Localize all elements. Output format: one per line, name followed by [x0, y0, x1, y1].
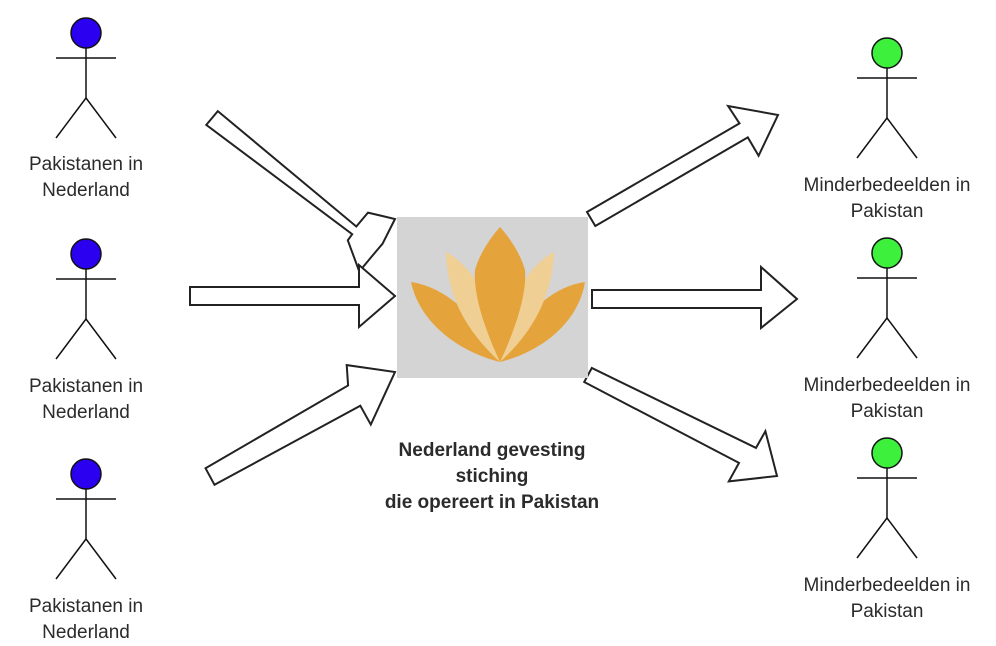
donor-head [70, 458, 102, 490]
donor-leg-right [85, 97, 117, 139]
recipient-label-line2: Pakistan [850, 601, 924, 622]
recipient-label-line1: Minderbedeelden in [803, 175, 971, 196]
lotus-petal-right-inner [500, 252, 554, 362]
donor-label-1: Pakistanen in Nederland [0, 152, 186, 204]
lotus-icon [411, 227, 585, 362]
recipient-label-1: Minderbedeelden in Pakistan [787, 173, 987, 225]
recipient-label-2: Minderbedeelden in Pakistan [787, 373, 987, 425]
donor-head [70, 17, 102, 49]
donor-leg-left [55, 538, 87, 580]
foundation-caption-line1: Nederland gevesting [398, 440, 586, 461]
donor-label-line2: Nederland [42, 180, 130, 201]
donor-leg-left [55, 97, 87, 139]
donor-label-line1: Pakistanen in [28, 376, 144, 397]
recipient-leg-left [856, 317, 888, 359]
donor-actor-1 [55, 17, 117, 139]
foundation-caption-line2: stiching [455, 466, 529, 487]
arrow-donor3-to-foundation [204, 363, 397, 487]
lotus-petal-left-inner [446, 252, 500, 362]
recipient-actor-3 [856, 437, 918, 559]
donor-label-2: Pakistanen in Nederland [0, 374, 186, 426]
recipient-head [871, 37, 903, 69]
foundation-logo [397, 217, 588, 378]
arrow-foundation-to-recipient2 [591, 264, 799, 331]
recipient-label-line2: Pakistan [850, 201, 924, 222]
donor-label-3: Pakistanen in Nederland [0, 594, 186, 646]
lotus-petal-center [474, 227, 526, 362]
recipient-head [871, 437, 903, 469]
recipient-label-line1: Minderbedeelden in [803, 575, 971, 596]
recipient-label-3: Minderbedeelden in Pakistan [787, 573, 987, 625]
recipient-leg-left [856, 517, 888, 559]
donor-actor-3 [55, 458, 117, 580]
donor-head [70, 238, 102, 270]
arrow-donor1-to-foundation [204, 109, 397, 274]
lotus-petal-right-outer [500, 282, 585, 362]
recipient-label-line2: Pakistan [850, 401, 924, 422]
donor-leg-right [85, 538, 117, 580]
arrow-foundation-to-recipient1 [585, 104, 780, 228]
recipient-leg-right [886, 317, 918, 359]
donor-label-line1: Pakistanen in [28, 596, 144, 617]
donor-label-line2: Nederland [42, 622, 130, 643]
foundation-caption: Nederland gevesting stiching die opereer… [342, 438, 642, 516]
donor-actor-2 [55, 238, 117, 360]
recipient-leg-left [856, 117, 888, 159]
recipient-actor-1 [856, 37, 918, 159]
recipient-actor-2 [856, 237, 918, 359]
recipient-leg-right [886, 517, 918, 559]
arrow-donor2-to-foundation [189, 262, 397, 330]
donor-leg-left [55, 318, 87, 360]
arrow-foundation-to-recipient3 [582, 366, 779, 483]
recipient-leg-right [886, 117, 918, 159]
donor-label-line2: Nederland [42, 402, 130, 423]
foundation-caption-line3: die opereert in Pakistan [384, 492, 600, 513]
donor-leg-right [85, 318, 117, 360]
recipient-label-line1: Minderbedeelden in [803, 375, 971, 396]
donor-label-line1: Pakistanen in [28, 154, 144, 175]
lotus-petal-left-outer [411, 282, 500, 362]
recipient-head [871, 237, 903, 269]
